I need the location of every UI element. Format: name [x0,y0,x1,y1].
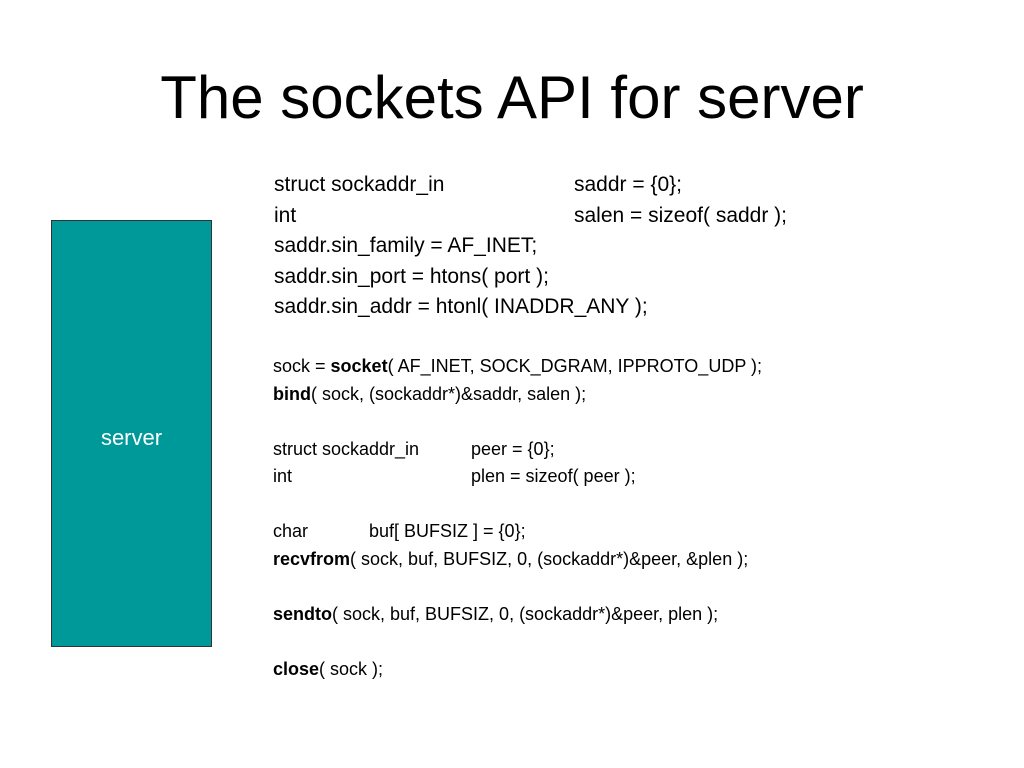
salen-declaration: int salen = sizeof( saddr ); [274,201,787,232]
saddr-init: saddr = {0}; [574,173,683,196]
bind-call-line: bind( sock, (sockaddr*)&saddr, salen ); [273,381,762,409]
close-args: ( sock ); [319,658,384,679]
slide-title: The sockets API for server [160,64,864,131]
recvfrom-call-line: recvfrom( sock, buf, BUFSIZ, 0, (sockadd… [273,546,762,574]
blank-line [273,628,762,656]
bind-keyword: bind [273,383,311,404]
buf-init: buf[ BUFSIZ ] = {0}; [369,521,526,541]
sendto-args: ( sock, buf, BUFSIZ, 0, (sockaddr*)&peer… [332,603,719,624]
sendto-call-line: sendto( sock, buf, BUFSIZ, 0, (sockaddr*… [273,601,762,629]
plen-init: plen = sizeof( peer ); [471,466,636,486]
socket-prefix: sock = [273,356,331,376]
code-block: sock = socket( AF_INET, SOCK_DGRAM, IPPR… [273,353,762,683]
declarations-block: struct sockaddr_in saddr = {0}; int salen … [274,170,787,323]
buf-declaration-line: char buf[ BUFSIZ ] = {0}; [273,518,762,546]
plen-type: int [273,466,293,486]
bind-args: ( sock, (sockaddr*)&saddr, salen ); [311,383,587,404]
salen-init: salen = sizeof( saddr ); [574,203,788,227]
server-label: server [100,425,163,450]
recvfrom-args: ( sock, buf, BUFSIZ, 0, (sockaddr*)&peer… [350,548,749,569]
peer-type: struct sockaddr_in [273,438,420,459]
buf-type: char [273,521,309,541]
blank-line [273,573,762,601]
sin-family-assignment: saddr.sin_family = AF_INET; [274,234,538,257]
socket-args: ( AF_INET, SOCK_DGRAM, IPPROTO_UDP ); [387,356,762,376]
close-call-line: close( sock ); [273,656,762,684]
salen-type: int [274,203,297,227]
sin-port-assignment: saddr.sin_port = htons( port ); [274,264,549,288]
sendto-keyword: sendto [273,603,333,624]
plen-declaration-line: int plen = sizeof( peer ); [273,463,762,491]
saddr-type: struct sockaddr_in [274,173,445,196]
server-box: server [51,220,212,647]
blank-line [273,491,762,519]
recvfrom-keyword: recvfrom [273,548,351,569]
socket-keyword: socket [330,356,388,376]
close-keyword: close [273,658,320,679]
socket-call-line: sock = socket( AF_INET, SOCK_DGRAM, IPPR… [273,353,762,381]
sin-addr-assignment: saddr.sin_addr = htonl( INADDR_ANY ); [274,295,648,318]
blank-line [273,408,762,436]
peer-declaration-line: struct sockaddr_in peer = {0}; [273,436,762,464]
saddr-declaration: struct sockaddr_in saddr = {0}; [274,170,787,201]
peer-init: peer = {0}; [471,438,555,459]
